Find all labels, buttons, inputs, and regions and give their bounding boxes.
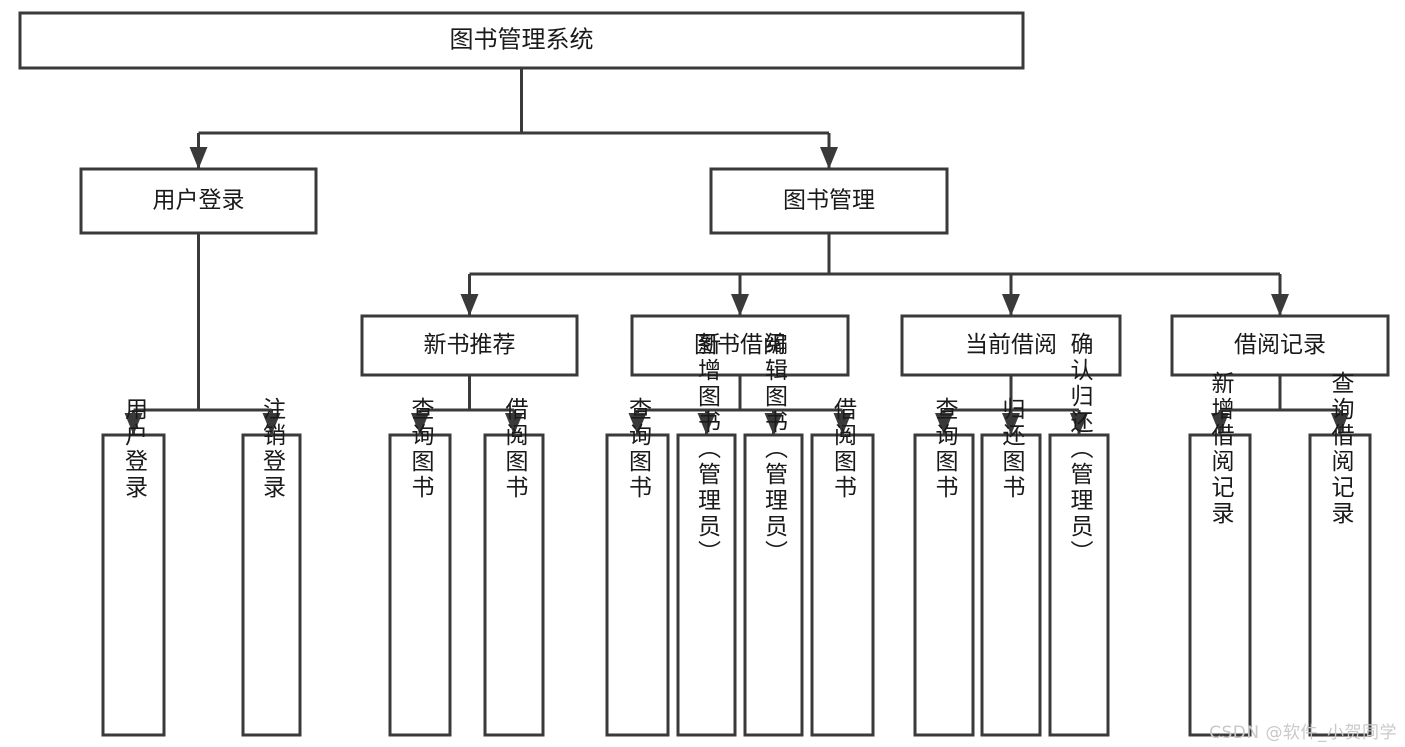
node-box (810, 433, 875, 737)
node-leaf-query-record[interactable]: 查询借阅记录 (1308, 371, 1372, 737)
arrow-head (697, 413, 716, 435)
node-user-login[interactable]: 用户登录 (79, 167, 318, 235)
node-label: 借阅图书 (501, 397, 529, 501)
arrow-head (124, 413, 143, 435)
node-box (709, 167, 949, 235)
node-box (1170, 314, 1390, 377)
arrow-head (764, 413, 783, 435)
node-label: 确认归还（管理员） (1066, 332, 1094, 566)
arrow-head (1331, 413, 1349, 435)
node-box (241, 433, 302, 737)
arrow-head (628, 413, 647, 435)
node-label: 编辑图书（管理员） (761, 332, 789, 566)
node-book-borrow[interactable]: 图书借阅 (630, 314, 850, 377)
arrow-head (1271, 294, 1289, 316)
node-leaf-confirm-return[interactable]: 确认归还（管理员） (1048, 332, 1110, 737)
node-label: 图书管理系统 (450, 26, 594, 54)
arrow-head (262, 413, 281, 435)
node-leaf-borrow-book-1[interactable]: 借阅图书 (483, 397, 545, 737)
node-borrow-record[interactable]: 借阅记录 (1170, 314, 1390, 377)
node-leaf-query-book-3[interactable]: 查询图书 (913, 397, 975, 737)
node-label: 查询图书 (407, 397, 435, 501)
arrow-head (411, 413, 429, 435)
node-box (605, 433, 670, 737)
node-box (913, 433, 975, 737)
node-label: 借阅图书 (830, 397, 858, 501)
arrow-head (1002, 294, 1020, 316)
arrow-head (189, 147, 208, 169)
node-leaf-user-login[interactable]: 用户登录 (101, 397, 166, 737)
node-label: 用户登录 (153, 188, 245, 214)
node-box (1308, 433, 1372, 737)
node-box (1188, 433, 1252, 737)
node-box (101, 433, 166, 737)
node-leaf-borrow-book-2[interactable]: 借阅图书 (810, 397, 875, 737)
node-label: 归还图书 (998, 397, 1026, 501)
arrow-head (1002, 413, 1020, 435)
node-label: 新增借阅记录 (1207, 371, 1235, 527)
arrow-head (833, 413, 852, 435)
arrow-head (731, 294, 749, 316)
node-label: 新书推荐 (424, 332, 516, 358)
node-box (980, 433, 1042, 737)
node-label: 图书借阅 (694, 332, 786, 358)
node-label: 注销登录 (259, 397, 287, 501)
arrow-head (935, 413, 953, 435)
node-leaf-add-book[interactable]: 新增图书（管理员） (676, 332, 737, 737)
node-book-manage[interactable]: 图书管理 (709, 167, 949, 235)
node-label: 查询借阅记录 (1327, 371, 1355, 527)
arrow-head (505, 413, 523, 435)
arrow-head (460, 294, 479, 316)
node-label: 查询图书 (931, 397, 959, 501)
arrow-head (820, 147, 838, 169)
node-current-borrow[interactable]: 当前借阅 (900, 314, 1122, 377)
node-label: 借阅记录 (1234, 332, 1326, 358)
node-box (1048, 433, 1110, 737)
arrow-head (1070, 413, 1088, 435)
arrow-head (1211, 413, 1229, 435)
node-leaf-return-book[interactable]: 归还图书 (980, 397, 1042, 737)
node-leaf-add-record[interactable]: 新增借阅记录 (1188, 371, 1252, 737)
node-leaf-edit-book[interactable]: 编辑图书（管理员） (743, 332, 804, 737)
node-new-book-rec[interactable]: 新书推荐 (360, 314, 579, 377)
node-layer: 图书管理系统用户登录图书管理新书推荐图书借阅当前借阅借阅记录用户登录注销登录查询… (18, 11, 1390, 737)
node-label: 当前借阅 (965, 332, 1057, 358)
node-leaf-query-book-1[interactable]: 查询图书 (388, 397, 452, 737)
node-box (360, 314, 579, 377)
node-box (18, 11, 1025, 70)
node-box (483, 433, 545, 737)
connector-layer (124, 68, 1349, 435)
node-label: 图书管理 (783, 188, 875, 214)
node-box (676, 433, 737, 737)
csdn-watermark: CSDN @软件_小贺同学 (1209, 723, 1397, 743)
node-box (79, 167, 318, 235)
node-label: 新增图书（管理员） (694, 332, 722, 566)
node-label: 查询图书 (625, 397, 653, 501)
node-box (900, 314, 1122, 377)
node-root[interactable]: 图书管理系统 (18, 11, 1025, 70)
node-leaf-query-book-2[interactable]: 查询图书 (605, 397, 670, 737)
node-leaf-user-logout[interactable]: 注销登录 (241, 397, 302, 737)
node-label: 用户登录 (121, 397, 149, 501)
node-box (630, 314, 850, 377)
node-box (388, 433, 452, 737)
node-box (743, 433, 804, 737)
